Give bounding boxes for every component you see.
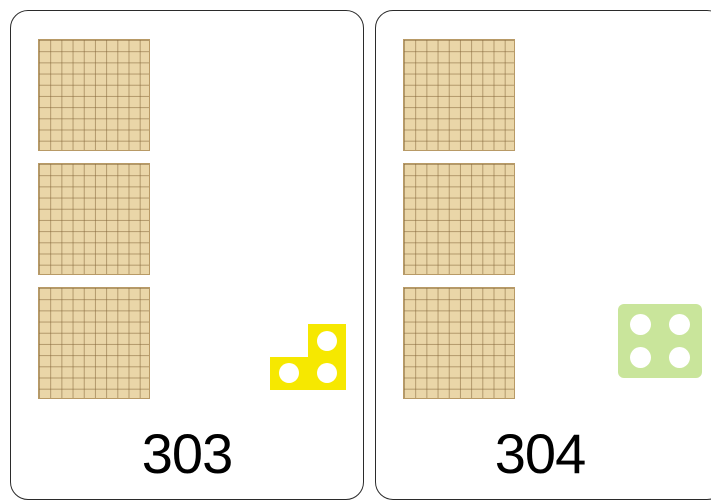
dot [669, 347, 690, 368]
four-dot-ones-block [618, 304, 702, 378]
dot [669, 314, 690, 335]
dot [630, 347, 651, 368]
hundred-block [38, 163, 150, 275]
hundred-block [403, 39, 515, 151]
three-dot-ones-block [270, 324, 346, 390]
number-label: 303 [11, 421, 363, 486]
hundred-block [403, 163, 515, 275]
hundred-block [38, 287, 150, 399]
dot [630, 314, 651, 335]
hundred-block [403, 287, 515, 399]
number-label: 304 [356, 421, 711, 486]
number-card-304: 304 [375, 10, 711, 500]
number-card-303: 303 [10, 10, 364, 500]
hundred-block [38, 39, 150, 151]
